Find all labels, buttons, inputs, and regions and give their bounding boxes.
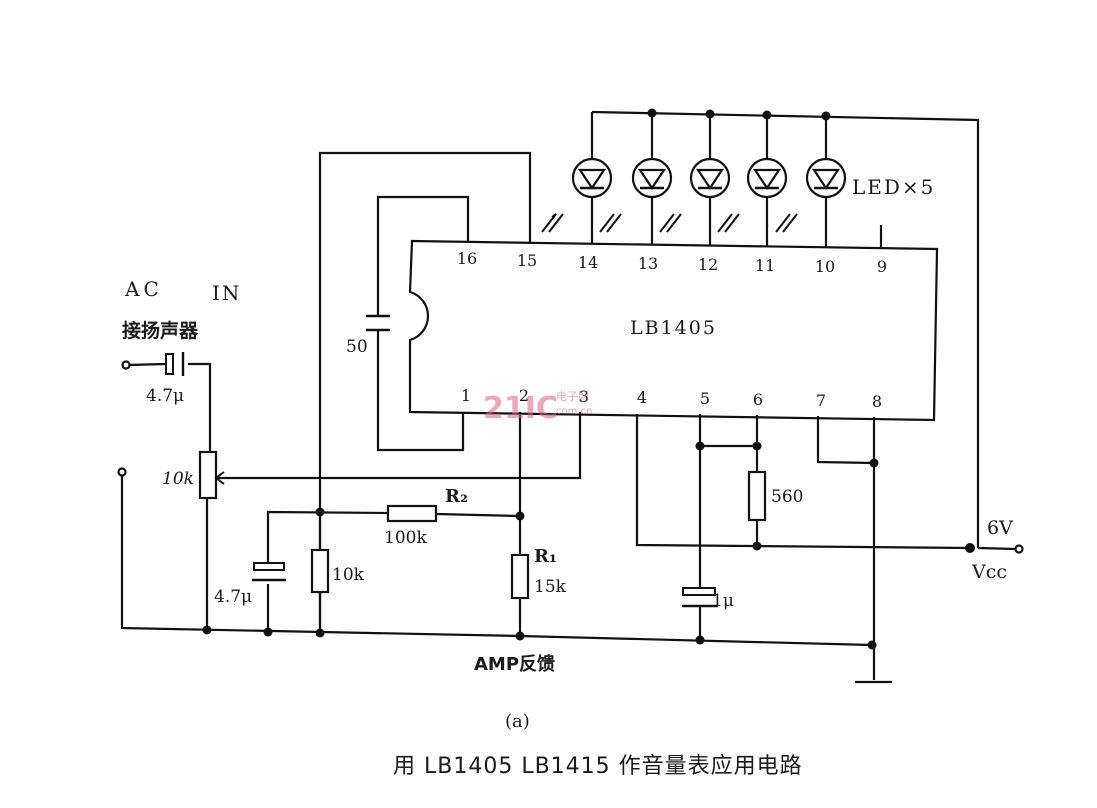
junction-dot	[752, 541, 762, 551]
led-emission-arrows	[541, 213, 798, 233]
r1-value: 15k	[534, 577, 567, 597]
led-12	[689, 157, 731, 199]
junction-dot	[315, 507, 325, 517]
wire-pin4-vcc	[635, 414, 971, 550]
pin-label-8: 8	[872, 392, 882, 411]
pin-label-16: 16	[457, 249, 477, 268]
junction-dot	[647, 108, 657, 118]
ic-name: LB1405	[630, 317, 717, 339]
wire-r2-right	[435, 512, 521, 518]
led-10	[805, 157, 847, 199]
capacitor-50: 50	[346, 314, 390, 357]
pin-label-6: 6	[753, 390, 763, 409]
wire-r2-left	[266, 510, 389, 562]
junction-dot	[705, 109, 715, 119]
pin-label-7: 7	[816, 391, 826, 410]
cap-1u-value: 1μ	[712, 591, 734, 611]
junction-dot	[695, 635, 705, 645]
watermark-sub-bottom: com.cn	[556, 406, 592, 417]
supply-voltage: 6V	[987, 517, 1013, 539]
wire-vcc-out	[977, 546, 1017, 551]
junction-dot	[695, 441, 705, 451]
wire-led-bus	[591, 110, 980, 548]
wiring	[120, 110, 1017, 684]
watermark-brand: 21IC	[483, 391, 558, 426]
ac-label: AC	[124, 277, 163, 301]
pin-label-3: 3	[579, 387, 589, 406]
ic-body	[408, 239, 939, 422]
watermark-sub-top: 电子网	[556, 390, 589, 403]
vcc-label: Vcc	[971, 561, 1007, 583]
watermark-logo: 21IC 电子网 com.cn	[483, 390, 592, 426]
pin-label-2: 2	[519, 386, 529, 405]
junctions	[117, 108, 1024, 650]
input-terminal-bottom	[117, 467, 127, 477]
resistor-560: 560	[747, 470, 803, 522]
input-terminal-top	[121, 360, 131, 370]
wire-pin3-wiper	[218, 412, 582, 480]
figure-caption: 用 LB1405 LB1415 作音量表应用电路	[393, 754, 803, 779]
cap-50-value: 50	[346, 337, 368, 357]
r1-name: R₁	[534, 546, 557, 567]
junction-dot	[867, 640, 877, 650]
junction-dot	[869, 458, 879, 468]
junction-dot	[202, 625, 212, 635]
pin-label-10: 10	[815, 257, 835, 276]
junction-dot	[965, 543, 975, 553]
ic-lb1405: LB1405 16 15 14 13 12 11 10 9 1 2 3 4 5 …	[408, 239, 939, 422]
input-cap-value: 4.7μ	[146, 386, 184, 406]
figure-sublabel: (a)	[505, 711, 530, 732]
resistor-r1: R₁ 15k	[510, 546, 567, 600]
wire-input-a	[127, 362, 166, 367]
pin-label-13: 13	[638, 254, 658, 273]
vcc-terminal	[1014, 544, 1024, 554]
res-560-value: 560	[771, 487, 803, 507]
cap-left-value: 4.7μ	[214, 587, 252, 607]
wire-pin15-rail	[318, 151, 532, 632]
resistor-10k-left: 10k	[310, 548, 365, 633]
res-left-value: 10k	[332, 565, 365, 585]
pin-label-14: 14	[578, 253, 598, 272]
pin-label-4: 4	[637, 388, 647, 407]
amp-feedback-label: AMP反馈	[474, 653, 555, 675]
junction-dot	[821, 111, 831, 121]
wire-pin16-return	[376, 330, 465, 452]
speaker-label: 接扬声器	[122, 319, 199, 342]
led-11	[746, 157, 788, 199]
pin-label-5: 5	[700, 389, 710, 408]
led-14	[571, 157, 613, 199]
wire-pin16-top	[376, 195, 470, 316]
led-array: LED×5	[541, 157, 935, 233]
capacitor-4u7-left: 4.7μ	[214, 562, 286, 607]
input-coupling-capacitor: 4.7μ	[146, 352, 185, 406]
junction-dot	[515, 631, 525, 641]
pin-label-12: 12	[698, 255, 718, 274]
capacitor-1u: 1μ	[682, 587, 734, 611]
junction-dot	[263, 627, 273, 637]
junction-dot	[752, 441, 762, 451]
r2-name: R₂	[445, 486, 468, 507]
pot-value: 10k	[162, 469, 194, 489]
pin-label-15: 15	[517, 251, 537, 270]
r2-value: 100k	[384, 528, 427, 548]
pin-label-9: 9	[877, 257, 887, 276]
junction-dot	[515, 511, 525, 521]
junction-dot	[762, 110, 772, 120]
led-13	[631, 157, 673, 199]
potentiometer-10k: 10k	[162, 450, 232, 500]
wire-pin7	[816, 416, 875, 465]
in-label: IN	[212, 281, 241, 305]
led-count-label: LED×5	[852, 175, 935, 199]
pin-label-1: 1	[461, 386, 471, 405]
wire-input-b	[188, 362, 212, 452]
resistor-r2: R₂ 100k	[384, 486, 468, 548]
pin-label-11: 11	[755, 256, 775, 275]
